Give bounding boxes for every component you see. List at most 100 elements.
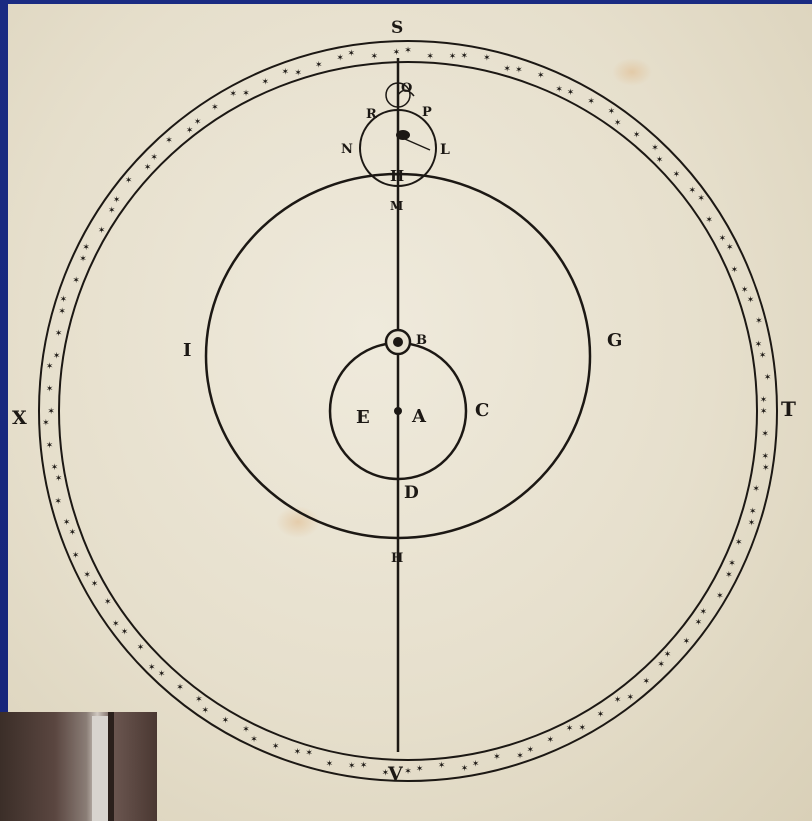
star-glyph: ✶	[705, 216, 713, 226]
star-glyph: ✶	[760, 407, 768, 417]
moon-body	[396, 130, 410, 140]
star-glyph: ✶	[54, 497, 62, 507]
star-glyph: ✶	[137, 643, 145, 653]
star-glyph: ✶	[108, 206, 116, 216]
star-glyph: ✶	[282, 67, 290, 77]
star-glyph: ✶	[515, 66, 523, 76]
star-glyph: ✶	[764, 373, 772, 383]
star-glyph: ✶	[79, 255, 87, 265]
star-glyph: ✶	[483, 53, 491, 63]
label-s: S	[391, 18, 403, 38]
star-glyph: ✶	[112, 619, 120, 629]
star-glyph: ✶	[69, 528, 77, 538]
star-glyph: ✶	[608, 107, 616, 117]
star-glyph: ✶	[755, 317, 763, 327]
star-glyph: ✶	[461, 764, 469, 774]
star-glyph: ✶	[46, 385, 54, 395]
star-glyph: ✶	[294, 747, 302, 757]
star-glyph: ✶	[272, 742, 280, 752]
star-glyph: ✶	[752, 485, 760, 495]
star-glyph: ✶	[700, 607, 708, 617]
star-glyph: ✶	[144, 163, 152, 173]
star-glyph: ✶	[121, 627, 129, 637]
label-e: E	[356, 407, 370, 428]
star-glyph: ✶	[47, 407, 55, 417]
star-glyph: ✶	[566, 724, 574, 734]
paper-stain	[612, 58, 652, 86]
star-glyph: ✶	[148, 663, 156, 673]
star-glyph: ✶	[664, 650, 672, 660]
star-glyph: ✶	[516, 752, 524, 762]
star-glyph: ✶	[104, 598, 112, 608]
label-o: O	[401, 81, 412, 96]
star-glyph: ✶	[673, 170, 681, 180]
star-glyph: ✶	[614, 118, 622, 128]
star-glyph: ✶	[725, 571, 733, 581]
label-x: X	[12, 407, 27, 429]
label-h-bottom: H	[391, 551, 403, 566]
star-glyph: ✶	[537, 71, 545, 81]
star-glyph: ✶	[741, 285, 749, 295]
star-glyph: ✶	[728, 559, 736, 569]
star-glyph: ✶	[83, 571, 91, 581]
star-glyph: ✶	[91, 580, 99, 590]
star-glyph: ✶	[657, 660, 665, 670]
star-glyph: ✶	[305, 749, 313, 759]
star-glyph: ✶	[527, 746, 535, 756]
star-glyph: ✶	[202, 706, 210, 716]
star-glyph: ✶	[614, 696, 622, 706]
star-glyph: ✶	[760, 396, 768, 406]
star-glyph: ✶	[55, 474, 63, 484]
star-sphere-inner-circle	[59, 62, 757, 760]
photo-detail	[108, 712, 114, 821]
star-glyph: ✶	[55, 329, 63, 339]
star-glyph: ✶	[761, 429, 769, 439]
star-glyph: ✶	[158, 670, 166, 680]
star-glyph: ✶	[53, 351, 61, 361]
photo-thumbnail	[0, 712, 157, 821]
label-p: P	[422, 105, 432, 120]
star-glyph: ✶	[461, 51, 469, 61]
label-v: V	[387, 763, 404, 785]
star-glyph: ✶	[759, 351, 767, 361]
star-glyph: ✶	[348, 762, 356, 772]
star-glyph: ✶	[113, 195, 121, 205]
star-glyph: ✶	[735, 538, 743, 548]
star-glyph: ✶	[46, 441, 54, 451]
star-glyph: ✶	[176, 683, 184, 693]
star-glyph: ✶	[46, 362, 54, 372]
star-glyph: ✶	[651, 144, 659, 154]
star-glyph: ✶	[63, 518, 71, 528]
star-glyph: ✶	[748, 519, 756, 529]
star-glyph: ✶	[393, 48, 401, 58]
label-b: B	[416, 333, 427, 348]
star-glyph: ✶	[449, 52, 457, 62]
label-r: R	[366, 107, 377, 122]
star-glyph: ✶	[60, 295, 68, 305]
star-glyph: ✶	[627, 693, 635, 703]
star-glyph: ✶	[98, 226, 106, 236]
label-m: M	[390, 199, 403, 213]
label-i: I	[183, 340, 191, 361]
star-glyph: ✶	[404, 767, 412, 777]
star-glyph: ✶	[229, 90, 237, 100]
star-glyph: ✶	[587, 97, 595, 107]
star-glyph: ✶	[242, 725, 250, 735]
star-glyph: ✶	[503, 64, 511, 74]
star-glyph: ✶	[42, 419, 50, 429]
sun-center	[393, 337, 403, 347]
star-glyph: ✶	[222, 716, 230, 726]
star-glyph: ✶	[726, 243, 734, 253]
star-glyph: ✶	[762, 464, 770, 474]
star-glyph: ✶	[186, 126, 194, 136]
star-glyph: ✶	[689, 186, 697, 196]
label-a: A	[411, 406, 427, 427]
label-d: D	[404, 483, 419, 503]
star-glyph: ✶	[547, 735, 555, 745]
star-glyph: ✶	[326, 760, 334, 770]
label-t: T	[781, 397, 796, 421]
star-glyph: ✶	[194, 118, 202, 128]
star-glyph: ✶	[426, 52, 434, 62]
star-glyph: ✶	[58, 307, 66, 317]
